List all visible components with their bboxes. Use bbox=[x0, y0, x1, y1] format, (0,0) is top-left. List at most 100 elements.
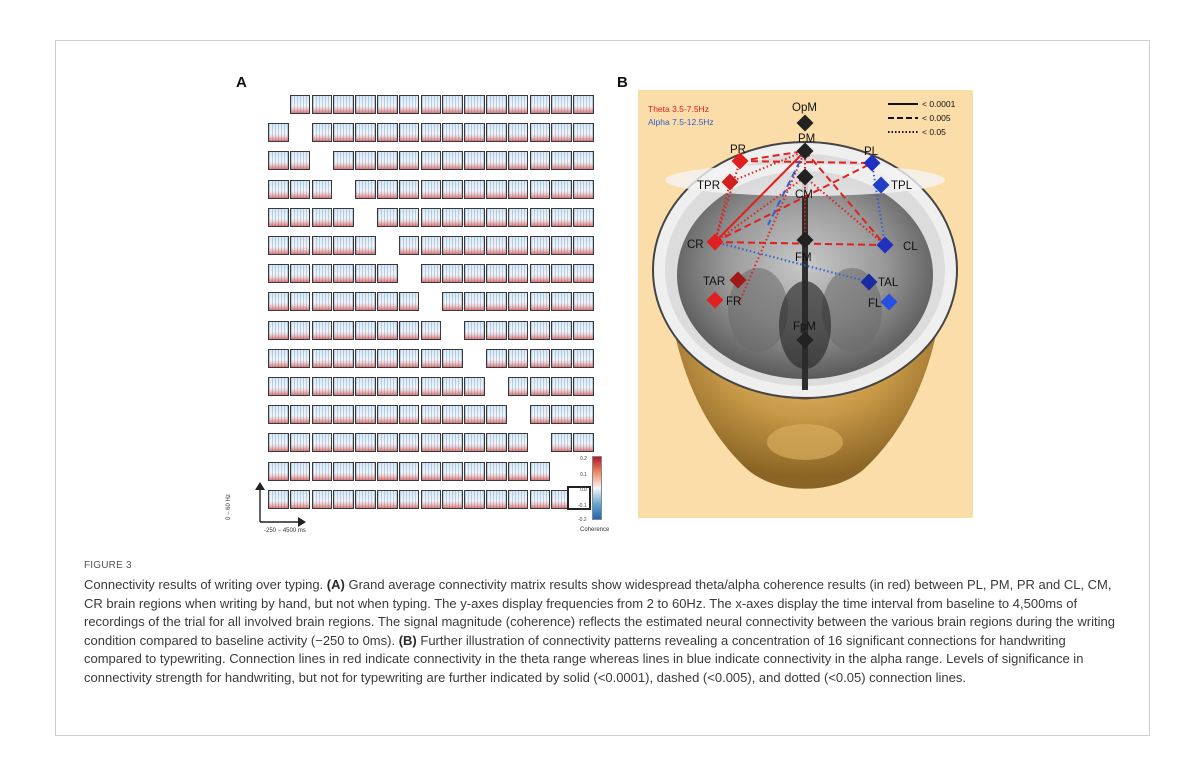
matrix-cell bbox=[398, 320, 420, 340]
matrix-cell bbox=[486, 95, 507, 114]
matrix-cell bbox=[551, 405, 572, 425]
matrix-cell bbox=[333, 123, 354, 143]
caption-intro: Connectivity results of writing over typ… bbox=[84, 577, 324, 592]
matrix-cell bbox=[355, 348, 376, 368]
matrix-cell bbox=[442, 207, 463, 227]
matrix-cell bbox=[420, 461, 442, 481]
caption-b-text: Further illustration of connectivity pat… bbox=[84, 632, 1084, 685]
matrix-cell bbox=[311, 236, 333, 255]
matrix-cell bbox=[289, 207, 311, 227]
matrix-cell bbox=[573, 405, 594, 425]
matrix-cell bbox=[573, 377, 594, 396]
matrix-cell bbox=[398, 292, 420, 312]
marker-pr bbox=[731, 152, 749, 170]
figure-caption: FIGURE 3 Connectivity results of writing… bbox=[84, 560, 1124, 688]
matrix-cell bbox=[551, 348, 572, 368]
axis-arrows bbox=[255, 482, 306, 527]
matrix-cell bbox=[268, 236, 289, 255]
matrix-cell bbox=[529, 489, 551, 509]
label-pm: PM bbox=[798, 133, 815, 145]
matrix-cell bbox=[377, 348, 398, 368]
matrix-cell bbox=[311, 405, 333, 425]
matrix-cell bbox=[529, 95, 551, 114]
marker-tpl bbox=[872, 176, 890, 194]
matrix-cell bbox=[486, 320, 507, 340]
matrix-cell bbox=[442, 151, 463, 171]
matrix-cell bbox=[289, 179, 311, 199]
figure-label: FIGURE 3 bbox=[84, 560, 132, 571]
matrix-cell bbox=[464, 179, 485, 199]
matrix-cell bbox=[573, 151, 594, 171]
matrix-cell bbox=[529, 461, 551, 481]
matrix-cell bbox=[464, 207, 485, 227]
matrix-cell bbox=[268, 264, 289, 284]
matrix-cell bbox=[398, 489, 420, 509]
matrix-cell bbox=[420, 236, 442, 255]
matrix-cell bbox=[268, 433, 289, 453]
matrix-cell bbox=[398, 348, 420, 368]
matrix-cell bbox=[507, 461, 529, 481]
matrix-cell bbox=[355, 179, 376, 199]
matrix-cell bbox=[464, 264, 485, 284]
matrix-cell bbox=[573, 348, 594, 368]
matrix-cell bbox=[442, 179, 463, 199]
matrix-cell bbox=[268, 348, 289, 368]
conn-cr-cl bbox=[714, 241, 886, 246]
matrix-cell bbox=[442, 292, 463, 312]
label-tar: TAR bbox=[703, 276, 725, 288]
matrix-cell bbox=[311, 348, 333, 368]
matrix-cell bbox=[420, 207, 442, 227]
matrix-cell bbox=[333, 207, 354, 227]
matrix-cell bbox=[333, 461, 354, 481]
marker-cm bbox=[796, 168, 814, 186]
colorbar-tick-4: -0.1 bbox=[578, 503, 587, 509]
solid-legend-text: < 0.0001 bbox=[922, 99, 956, 109]
x-axis-label: -250 − 4500 ms bbox=[264, 528, 306, 534]
matrix-cell bbox=[551, 236, 572, 255]
matrix-cell bbox=[573, 292, 594, 312]
matrix-cell bbox=[377, 95, 398, 114]
matrix-cell bbox=[507, 264, 529, 284]
matrix-cell bbox=[442, 433, 463, 453]
matrix-cell bbox=[333, 292, 354, 312]
matrix-cell bbox=[377, 405, 398, 425]
matrix-cell bbox=[442, 123, 463, 143]
matrix-cell bbox=[377, 461, 398, 481]
matrix-cell bbox=[551, 292, 572, 312]
marker-tal bbox=[860, 273, 878, 291]
matrix-cell bbox=[355, 405, 376, 425]
label-cr: CR bbox=[687, 239, 704, 251]
matrix-cell bbox=[442, 377, 463, 396]
connection-lines bbox=[714, 150, 886, 306]
matrix-cell bbox=[311, 320, 333, 340]
brain-connectivity-panel: Theta 3.5-7.5Hz Alpha 7.5-12.5Hz < 0.000… bbox=[638, 90, 973, 518]
matrix-cell bbox=[268, 461, 289, 481]
matrix-cell bbox=[573, 207, 594, 227]
label-cl: CL bbox=[903, 241, 918, 253]
label-opm: OpM bbox=[792, 102, 817, 114]
matrix-cell bbox=[507, 179, 529, 199]
matrix-cell bbox=[507, 95, 529, 114]
matrix-cell bbox=[355, 236, 376, 255]
matrix-cell bbox=[268, 320, 289, 340]
matrix-cell bbox=[377, 377, 398, 396]
conn-pm-cr bbox=[714, 150, 806, 243]
label-cm: CM bbox=[795, 189, 813, 201]
connectivity-matrix bbox=[268, 95, 594, 513]
matrix-cell bbox=[355, 151, 376, 171]
matrix-cell bbox=[377, 207, 398, 227]
matrix-cell-highlight bbox=[567, 485, 592, 510]
matrix-cell bbox=[268, 207, 289, 227]
matrix-cell bbox=[551, 433, 572, 453]
matrix-cell bbox=[311, 95, 333, 114]
matrix-cell bbox=[289, 320, 311, 340]
matrix-cell bbox=[289, 489, 311, 509]
matrix-cell bbox=[289, 95, 311, 114]
matrix-cell bbox=[420, 348, 442, 368]
colorbar-tick-mid: 0.0 bbox=[580, 487, 587, 493]
matrix-cell bbox=[486, 405, 507, 425]
conn-pm-tpr bbox=[729, 150, 806, 183]
matrix-cell bbox=[420, 377, 442, 396]
matrix-cell bbox=[398, 433, 420, 453]
matrix-cell bbox=[311, 489, 333, 509]
